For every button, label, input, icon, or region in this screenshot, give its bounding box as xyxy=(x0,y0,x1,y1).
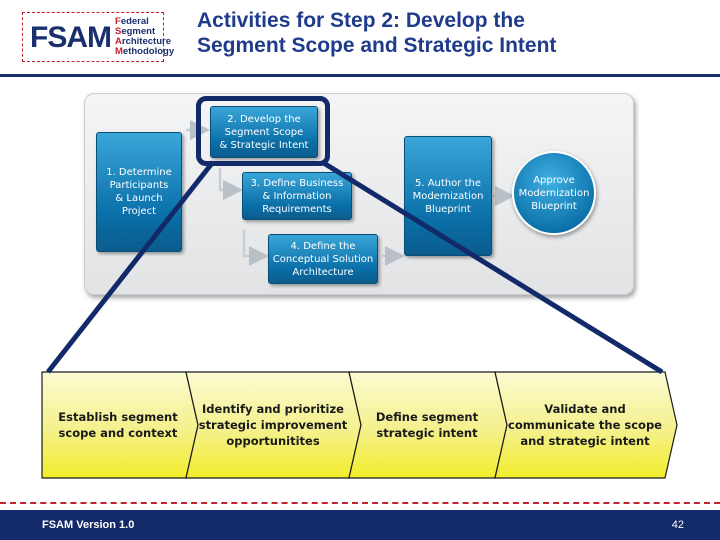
activity-4: Validate and communicate the scope and s… xyxy=(507,372,663,478)
title-divider xyxy=(0,74,720,77)
step-1-box: 1. Determine Participants & Launch Proje… xyxy=(96,132,182,252)
activity-1-label: Establish segment scope and context xyxy=(58,410,178,440)
footer-bar: FSAM Version 1.0 42 xyxy=(0,510,720,540)
step-5-box: 5. Author the Modernization Blueprint xyxy=(404,136,492,256)
slide-title-line-1: Activities for Step 2: Develop the xyxy=(197,9,525,32)
activity-2: Identify and prioritize strategic improv… xyxy=(198,372,348,478)
logo-subtitle: Federal Segment Architecture Methodology xyxy=(115,17,174,57)
zoom-line-right xyxy=(320,159,664,375)
logo-line-2: Segment xyxy=(115,26,156,37)
chevron-4-shape xyxy=(494,371,678,479)
logo-line-4: Methodology xyxy=(115,46,175,57)
activity-2-label: Identify and prioritize strategic improv… xyxy=(198,402,348,448)
step-2-highlight xyxy=(196,96,330,166)
slide-title-line-2: Segment Scope and Strategic Intent xyxy=(197,34,557,57)
approve-circle: Approve Modernization Blueprint xyxy=(512,151,596,235)
activity-1: Establish segment scope and context xyxy=(48,372,188,478)
arrow-3-to-4 xyxy=(242,230,269,266)
activity-3-label: Define segment strategic intent xyxy=(375,410,479,440)
activity-4-label: Validate and communicate the scope and s… xyxy=(508,402,662,448)
activity-3: Define segment strategic intent xyxy=(361,372,493,478)
footer-version: FSAM Version 1.0 xyxy=(42,519,135,531)
logo-mark: FSAM xyxy=(30,21,112,54)
slide-title: Activities for Step 2: Develop the Segme… xyxy=(197,8,697,58)
arrow-2-to-3 xyxy=(218,168,243,200)
step-3-box: 3. Define Business & Information Require… xyxy=(242,172,352,220)
fsam-logo: FSAM Federal Segment Architecture Method… xyxy=(22,12,174,62)
logo-line-1: Federal xyxy=(115,16,149,27)
step-4-box: 4. Define the Conceptual Solution Archit… xyxy=(268,234,378,284)
page-number: 42 xyxy=(671,519,684,531)
logo-line-3: Architecture xyxy=(115,36,171,47)
footer-divider xyxy=(0,502,720,504)
step-2-box: 2. Develop the Segment Scope & Strategic… xyxy=(210,106,318,158)
zoom-line-left xyxy=(46,160,215,374)
